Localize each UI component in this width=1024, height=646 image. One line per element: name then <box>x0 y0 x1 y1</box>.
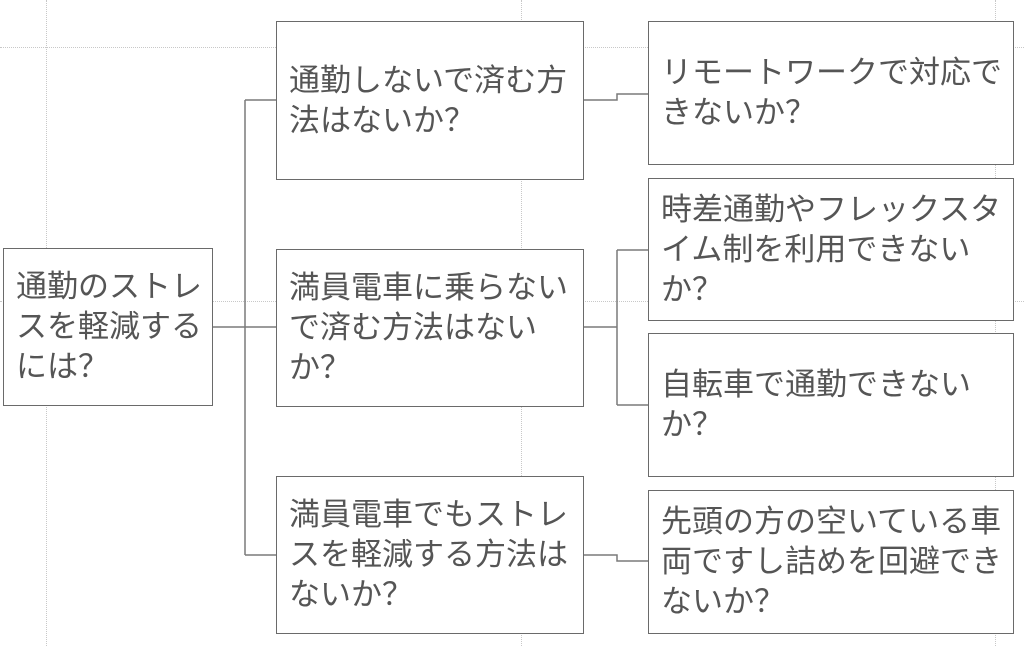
guide-line-vertical-right <box>995 0 996 646</box>
branch-node-3: 満員電車でもストレスを軽減する方法はないか？ <box>276 476 584 634</box>
root-node: 通勤のストレスを軽減するには？ <box>3 248 213 406</box>
leaf-node-4: 先頭の方の空いている車両ですし詰めを回避できないか？ <box>648 490 1014 634</box>
branch-node-3-text: 満員電車でもストレスを軽減する方法はないか？ <box>289 497 568 613</box>
connector-leaf-1 <box>584 93 648 101</box>
root-node-text: 通勤のストレスを軽減するには？ <box>16 269 202 385</box>
branch-node-1: 通勤しないで済む方法はないか？ <box>276 21 584 180</box>
leaf-node-2: 時差通勤やフレックスタイム制を利用できないか？ <box>648 178 1014 321</box>
connector-leaf-4 <box>584 554 648 562</box>
leaf-node-1-text: リモートワークで対応できないか？ <box>661 55 1002 131</box>
branch-node-1-text: 通勤しないで済む方法はないか？ <box>289 62 568 139</box>
leaf-node-3-text: 自転車で通勤できないか？ <box>661 367 971 443</box>
leaf-node-2-text: 時差通勤やフレックスタイム制を利用できないか？ <box>661 191 1002 308</box>
branch-node-2: 満員電車に乗らないで済む方法はないか？ <box>276 249 584 407</box>
leaf-node-1: リモートワークで対応できないか？ <box>648 21 1014 165</box>
branch-node-2-text: 満員電車に乗らないで済む方法はないか？ <box>289 270 568 386</box>
leaf-node-3: 自転車で通勤できないか？ <box>648 333 1014 477</box>
leaf-node-4-text: 先頭の方の空いている車両ですし詰めを回避できないか？ <box>661 504 1002 620</box>
